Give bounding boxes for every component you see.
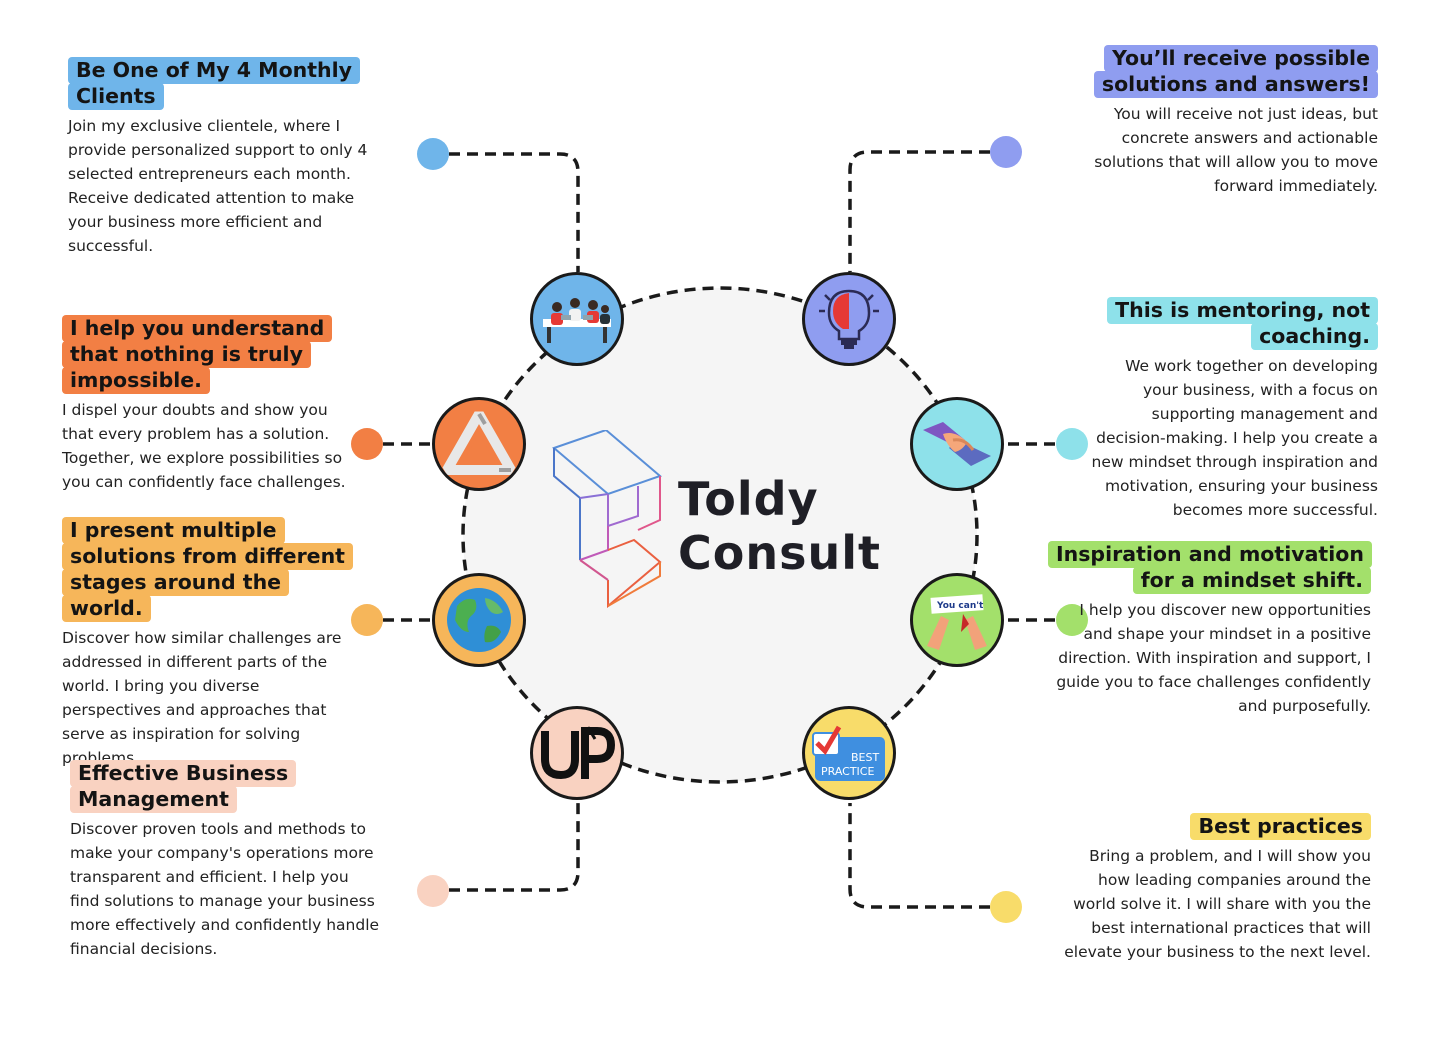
dot-yellow — [990, 891, 1022, 923]
item-inspiration: Inspiration and motivation for a mindset… — [1048, 541, 1372, 718]
item-body: Join my exclusive clientele, where I pro… — [68, 117, 368, 255]
connector-8 — [848, 803, 990, 909]
dot-blue — [417, 138, 449, 170]
item-business-management: Effective Business Management Discover p… — [70, 760, 380, 961]
toldy-logo-icon — [552, 430, 662, 609]
item-solutions-answers: You’ll receive possible solutions and an… — [1068, 45, 1378, 198]
item-title: Inspiration and motivation for a mindset… — [1048, 541, 1372, 594]
item-body: Discover proven tools and methods to mak… — [70, 820, 380, 958]
you-can-sign-text: You can't — [936, 601, 984, 611]
best-practice-badge-icon: BEST PRACTICE — [802, 706, 896, 800]
up-arrow-logo-icon — [530, 706, 624, 800]
item-title: I help you understand that nothing is tr… — [62, 315, 333, 394]
brand-line-1: Toldy — [678, 472, 819, 526]
item-monthly-clients: Be One of My 4 Monthly Clients Join my e… — [68, 57, 368, 258]
item-body: You will receive not just ideas, but con… — [1094, 105, 1378, 195]
item-title: Be One of My 4 Monthly Clients — [68, 57, 361, 110]
connector-4 — [449, 803, 580, 892]
connector-5 — [848, 150, 990, 272]
team-meeting-icon — [530, 272, 624, 366]
hub-dashed-ring — [461, 286, 979, 784]
you-can-sign-icon: You can't — [910, 573, 1004, 667]
brand-line-2: Consult — [678, 526, 881, 580]
connector-1 — [449, 152, 580, 272]
dot-cyan — [1056, 428, 1088, 460]
dot-periwinkle — [990, 136, 1022, 168]
item-multiple-solutions: I present multiple solutions from differ… — [62, 517, 357, 770]
impossible-triangle-icon — [432, 397, 526, 491]
item-body: Discover how similar challenges are addr… — [62, 629, 342, 767]
hub-circle — [463, 288, 977, 782]
dot-peach — [417, 875, 449, 907]
handshake-icon — [910, 397, 1004, 491]
item-body: Bring a problem, and I will show you how… — [1064, 847, 1371, 961]
badge-text-practice: PRACTICE — [821, 765, 874, 778]
brand-name: Toldy Consult — [678, 472, 881, 580]
dot-gold — [351, 604, 383, 636]
item-title: I present multiple solutions from differ… — [62, 517, 353, 622]
badge-text-best: BEST — [851, 751, 879, 764]
item-title: This is mentoring, not coaching. — [1107, 297, 1378, 350]
globe-icon — [432, 573, 526, 667]
item-title: Effective Business Management — [70, 760, 297, 813]
dot-orange — [351, 428, 383, 460]
brain-lightbulb-icon — [802, 272, 896, 366]
item-title: You’ll receive possible solutions and an… — [1093, 45, 1378, 98]
item-title: Best practices — [1190, 813, 1371, 840]
item-nothing-impossible: I help you understand that nothing is tr… — [62, 315, 347, 494]
item-body: I dispel your doubts and show you that e… — [62, 401, 346, 491]
item-body: We work together on developing your busi… — [1091, 357, 1378, 519]
item-best-practices: Best practices Bring a problem, and I wi… — [1058, 813, 1371, 964]
item-mentoring: This is mentoring, not coaching. We work… — [1088, 297, 1378, 522]
dot-green — [1056, 604, 1088, 636]
item-body: I help you discover new opportunities an… — [1056, 601, 1371, 715]
